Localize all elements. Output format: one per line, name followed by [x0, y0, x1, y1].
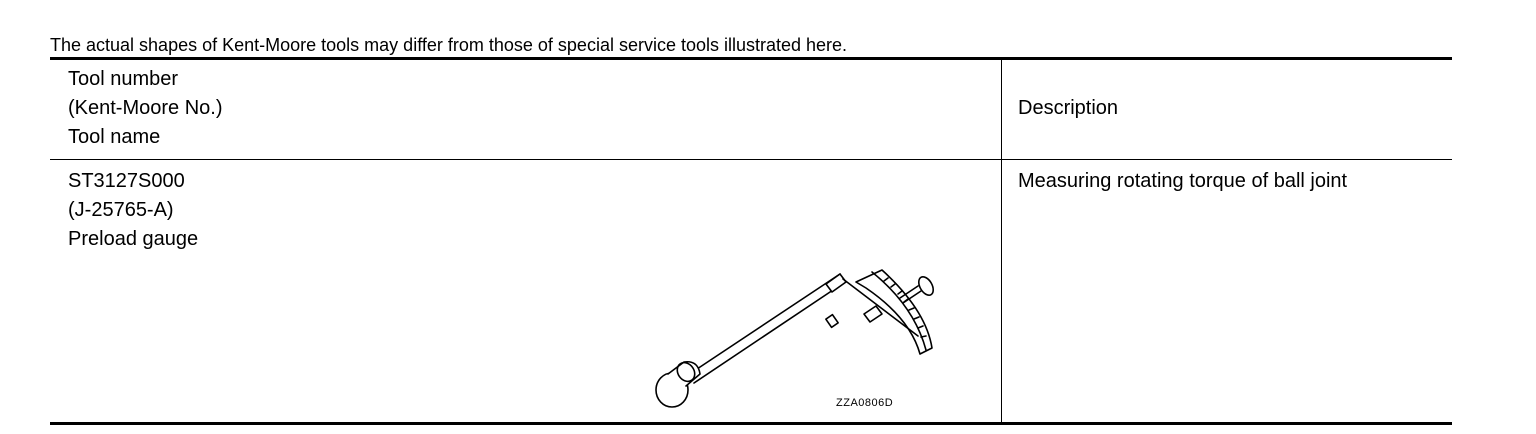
header-tool-info: Tool number (Kent-Moore No.) Tool name: [68, 65, 223, 152]
row-tool-info: ST3127S000 (J-25765-A) Preload gauge: [68, 167, 198, 254]
page-note: The actual shapes of Kent-Moore tools ma…: [50, 35, 848, 55]
tool-description: Measuring rotating torque of ball joint: [1018, 170, 1348, 192]
table-column-divider: [1001, 60, 1002, 422]
tool-name: Preload gauge: [68, 228, 199, 250]
tool-table: Tool number (Kent-Moore No.) Tool name D…: [50, 57, 1452, 425]
header-tool-number: Tool number: [68, 68, 179, 90]
table-header-divider: [50, 159, 1452, 160]
preload-gauge-illustration-icon: [655, 269, 935, 408]
header-description: Description: [1018, 97, 1119, 119]
table-top-rule: [50, 57, 1452, 60]
kent-moore-number: (J-25765-A): [68, 199, 174, 221]
header-tool-name: Tool name: [68, 126, 161, 148]
table-bottom-rule: [50, 422, 1452, 425]
tool-number: ST3127S000: [68, 170, 185, 192]
illustration-code: ZZA0806D: [836, 397, 894, 409]
header-kent-moore-no: (Kent-Moore No.): [68, 97, 223, 119]
